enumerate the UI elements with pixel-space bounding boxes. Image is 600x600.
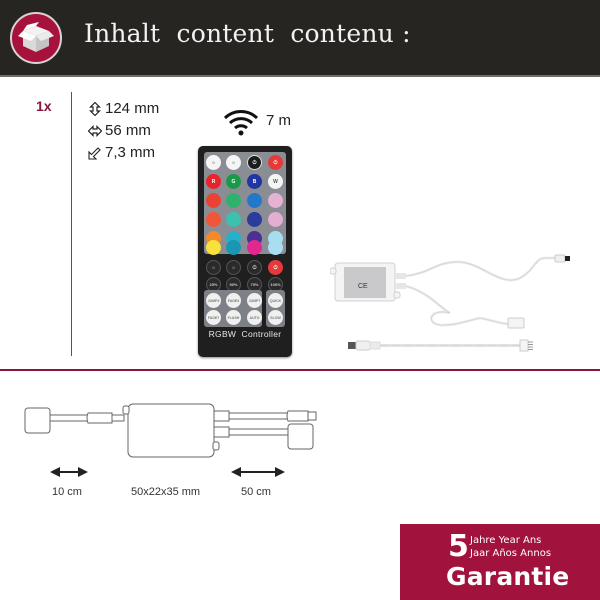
red-button: R bbox=[206, 174, 221, 189]
color-button bbox=[268, 212, 283, 227]
color-button bbox=[268, 240, 283, 255]
green-button: G bbox=[226, 174, 241, 189]
horizontal-arrow-icon bbox=[88, 125, 102, 137]
page-title: Inhalt content contenu : bbox=[84, 19, 411, 48]
brightness-down-icon: ☼ bbox=[226, 260, 241, 275]
power-on-icon: ⏻ bbox=[268, 260, 283, 275]
mode-button: JUMP3 bbox=[206, 293, 221, 308]
cable-length-left: 10 cm bbox=[52, 486, 82, 498]
color-button bbox=[206, 193, 221, 208]
open-box-icon bbox=[10, 12, 62, 64]
warranty-line-2: Jaar Años Annos bbox=[470, 548, 552, 559]
dimension-height: 124 mm bbox=[88, 98, 159, 120]
color-button bbox=[226, 212, 241, 227]
dimension-value: 7,3 mm bbox=[105, 144, 156, 161]
mode-button: FLASH bbox=[226, 310, 241, 325]
dimensions-list: 124 mm 56 mm 7,3 mm bbox=[88, 98, 159, 164]
mode-button: FADE7 bbox=[206, 310, 221, 325]
dimension-value: 124 mm bbox=[105, 100, 160, 117]
color-button bbox=[247, 212, 262, 227]
wireless-range: 7 m bbox=[266, 112, 292, 129]
mode-button: QUICK bbox=[268, 293, 283, 308]
brightness-up-icon: ☼ bbox=[206, 260, 221, 275]
double-arrow-icon bbox=[231, 467, 285, 477]
brightness-up-icon: ☼ bbox=[206, 155, 221, 170]
double-arrow-icon bbox=[50, 467, 88, 477]
box-dimensions: 50x22x35 mm bbox=[131, 486, 201, 498]
mode-button: FADE3 bbox=[226, 293, 241, 308]
warranty-years: 5 bbox=[448, 529, 469, 564]
controller-product-image: CE bbox=[330, 254, 570, 352]
vertical-arrow-icon bbox=[89, 102, 101, 116]
color-button bbox=[226, 240, 241, 255]
warranty-badge: 5 Jahre Year Ans Jaar Años Annos Garanti… bbox=[400, 524, 600, 600]
section-divider bbox=[0, 369, 600, 371]
color-button bbox=[268, 193, 283, 208]
power-off-icon: ⏻ bbox=[247, 155, 262, 170]
diagonal-arrow-icon bbox=[88, 147, 101, 160]
controller-dimension-diagram bbox=[24, 403, 317, 458]
dimension-value: 56 mm bbox=[105, 122, 151, 139]
dimension-width: 56 mm bbox=[88, 120, 159, 142]
remote-control-image: ☼ ☼ ⏻ ⏻ R G B W ☼ ☼ ⏻ ⏻ 25% 50% 75% 100%… bbox=[198, 146, 292, 357]
color-button bbox=[247, 240, 262, 255]
quantity-label: 1x bbox=[36, 98, 52, 114]
blue-button: B bbox=[247, 174, 262, 189]
power-on-icon: ⏻ bbox=[268, 155, 283, 170]
vertical-divider bbox=[71, 92, 72, 356]
mode-button: SLOW bbox=[268, 310, 283, 325]
color-button bbox=[206, 240, 221, 255]
color-button bbox=[226, 193, 241, 208]
brightness-down-icon: ☼ bbox=[226, 155, 241, 170]
color-button bbox=[206, 212, 221, 227]
color-button bbox=[247, 193, 262, 208]
mode-button: JUMP7 bbox=[247, 293, 262, 308]
header-bar: Inhalt content contenu : bbox=[0, 0, 600, 77]
white-button: W bbox=[268, 174, 283, 189]
cable-length-right: 50 cm bbox=[241, 486, 271, 498]
wifi-icon bbox=[223, 110, 259, 136]
mode-button: AUTO bbox=[247, 310, 262, 325]
dimension-depth: 7,3 mm bbox=[88, 142, 159, 164]
remote-label: RGBW Controller bbox=[208, 329, 282, 339]
power-off-icon: ⏻ bbox=[247, 260, 262, 275]
warranty-line-1: Jahre Year Ans bbox=[470, 535, 542, 546]
warranty-title: Garantie bbox=[446, 562, 570, 591]
svg-text:CE: CE bbox=[358, 283, 368, 290]
